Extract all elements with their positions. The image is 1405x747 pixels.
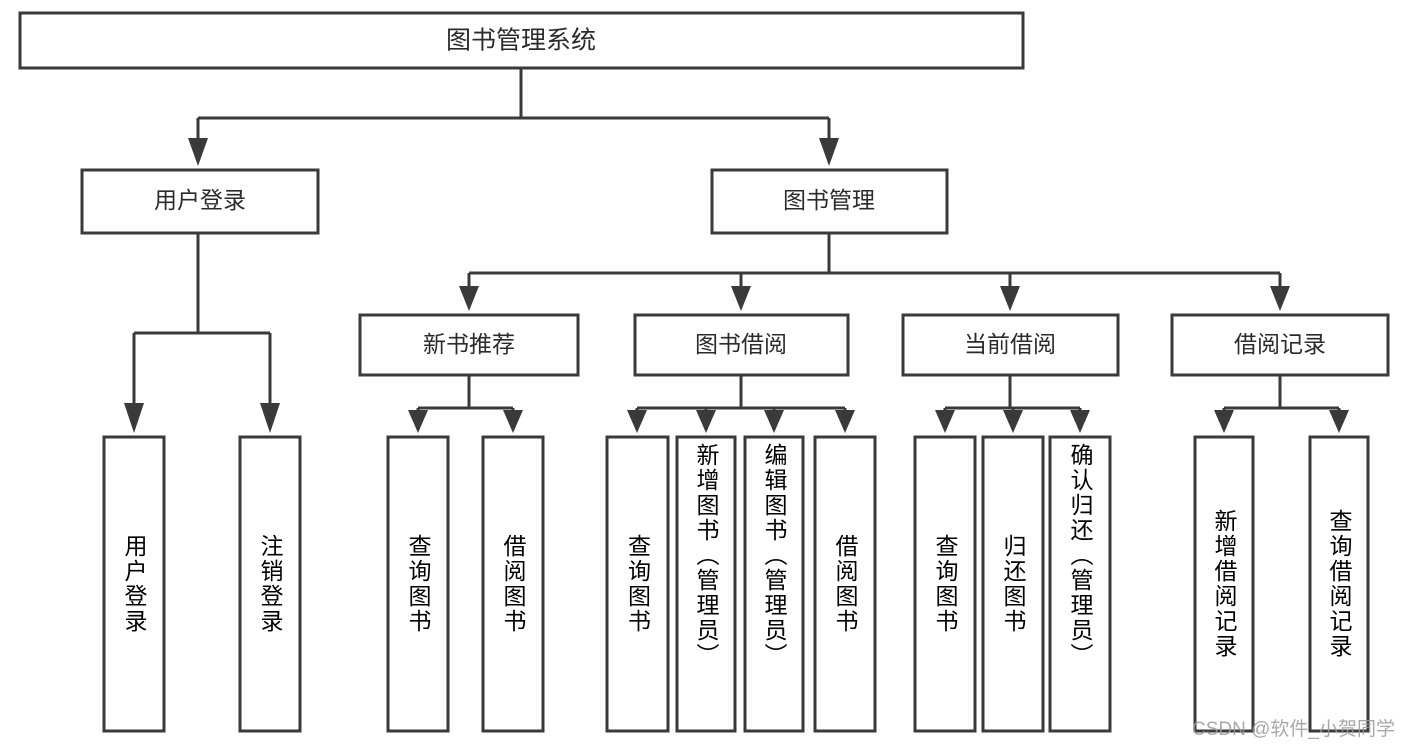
- node-book-management-label: 图书管理: [783, 187, 875, 213]
- arrow-head-new-book-recommend: [459, 286, 479, 311]
- node-book-borrow[interactable]: 图书借阅: [633, 313, 850, 377]
- leaf-box-confirm-return-admin[interactable]: [1048, 435, 1112, 733]
- leaf-boxes: [102, 435, 1370, 733]
- arrow-head-current-borrow: [1000, 286, 1020, 311]
- leaf-box-query-book-current[interactable]: [913, 435, 977, 733]
- node-user-login[interactable]: 用户登录: [80, 168, 320, 235]
- node-borrow-record-label: 借阅记录: [1234, 331, 1326, 357]
- leaf-box-user-login[interactable]: [102, 435, 166, 733]
- arrow-head-leaf-add-book-admin: [696, 410, 716, 433]
- node-book-borrow-label: 图书借阅: [695, 331, 787, 357]
- leaf-box-edit-book-admin[interactable]: [743, 435, 805, 733]
- leaf-box-query-book-recommend[interactable]: [386, 435, 450, 733]
- arrow-head-leaf-query-book-current: [935, 410, 955, 433]
- node-borrow-record[interactable]: 借阅记录: [1170, 313, 1390, 377]
- leaf-box-add-book-admin[interactable]: [675, 435, 737, 733]
- arrow-head-leaf-add-borrow-record: [1214, 410, 1234, 433]
- arrow-head-leaf-borrow-book: [835, 410, 855, 433]
- connectors-book-borrow-to-leaves: [627, 375, 855, 433]
- node-user-login-box[interactable]: [80, 168, 320, 235]
- node-user-login-label: 用户登录: [154, 187, 246, 213]
- leaf-box-query-borrow-record[interactable]: [1308, 435, 1370, 733]
- node-current-borrow-label: 当前借阅: [964, 331, 1056, 357]
- leaf-box-borrow-book[interactable]: [813, 435, 877, 733]
- node-current-borrow-box[interactable]: [901, 313, 1120, 377]
- leaf-box-logout-login[interactable]: [238, 435, 302, 733]
- arrow-head-leaf-logout-login: [260, 403, 280, 433]
- leaf-box-borrow-book-recommend[interactable]: [481, 435, 545, 733]
- node-book-management[interactable]: 图书管理: [710, 168, 949, 235]
- connectors-new-book-recommend-to-leaves: [408, 375, 523, 433]
- arrow-head-book-management: [819, 138, 839, 166]
- arrow-head-leaf-confirm-return-admin: [1070, 410, 1090, 433]
- node-borrow-record-box[interactable]: [1170, 313, 1390, 377]
- node-root[interactable]: 图书管理系统: [18, 11, 1025, 70]
- arrow-head-leaf-edit-book-admin: [764, 410, 784, 433]
- leaf-box-query-book-borrow[interactable]: [605, 435, 670, 733]
- node-current-borrow[interactable]: 当前借阅: [901, 313, 1120, 377]
- connectors-current-borrow-to-leaves: [935, 375, 1090, 433]
- leaf-box-add-borrow-record[interactable]: [1193, 435, 1255, 733]
- node-new-book-recommend-box[interactable]: [358, 313, 580, 377]
- connectors-book-management-to-level3: [459, 233, 1290, 311]
- connectors-borrow-record-to-leaves: [1214, 375, 1349, 433]
- watermark-text: CSDN @软件_小贺同学: [1192, 719, 1395, 740]
- node-new-book-recommend[interactable]: 新书推荐: [358, 313, 580, 377]
- node-book-management-box[interactable]: [710, 168, 949, 235]
- node-new-book-recommend-label: 新书推荐: [423, 331, 515, 357]
- connectors-root-to-level2: [188, 68, 839, 166]
- arrow-head-leaf-query-book-borrow: [627, 410, 647, 433]
- arrow-head-leaf-query-book-recommend: [408, 410, 428, 433]
- connectors-user-login-to-leaves: [124, 233, 280, 433]
- node-root-box[interactable]: [18, 11, 1025, 70]
- leaf-box-return-book[interactable]: [981, 435, 1045, 733]
- arrow-head-user-login: [188, 138, 208, 166]
- arrow-head-leaf-borrow-book-recommend: [503, 410, 523, 433]
- arrow-head-leaf-query-borrow-record: [1329, 410, 1349, 433]
- arrow-head-leaf-return-book: [1003, 410, 1023, 433]
- arrow-head-leaf-user-login: [124, 403, 144, 433]
- node-book-borrow-box[interactable]: [633, 313, 850, 377]
- node-root-label: 图书管理系统: [446, 27, 596, 55]
- arrow-head-book-borrow: [731, 286, 751, 311]
- arrow-head-borrow-record: [1270, 286, 1290, 311]
